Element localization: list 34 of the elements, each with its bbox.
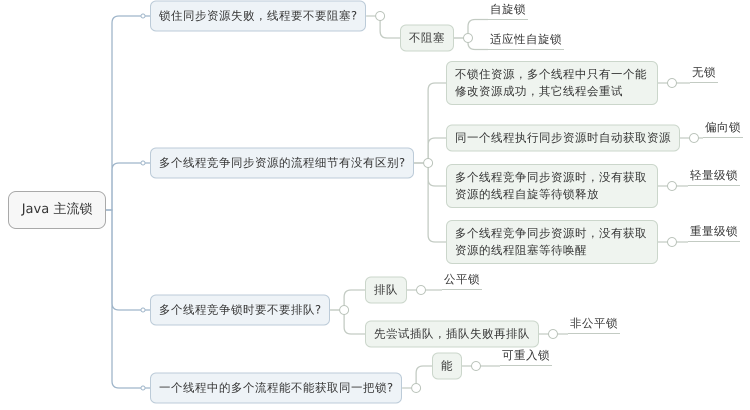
- topic-box: 多个线程竞争同步资源的流程细节有没有区别?: [150, 148, 414, 178]
- connector-line: [658, 241, 688, 243]
- subtopic-box: 不锁住资源，多个线程中只有一个能修改资源成功，其它线程会重试: [446, 61, 658, 105]
- connector-line: [658, 82, 690, 84]
- topic-box: 锁住同步资源失败，线程要不要阻塞?: [150, 0, 366, 32]
- leaf-topic-label: 无锁: [690, 64, 718, 83]
- subtopic-box: 不阻塞: [400, 24, 454, 52]
- leaf-topic-label: 轻量级锁: [688, 167, 740, 186]
- leaf-topic-label: 非公平锁: [568, 315, 620, 334]
- connector-line: [539, 333, 568, 335]
- subtopic-box: 先尝试插队，插队失败再排队: [365, 320, 539, 348]
- connector-line: [680, 137, 703, 139]
- connector-line: [658, 185, 688, 187]
- connector-line: [402, 365, 432, 389]
- leaf-topic-label: 重量级锁: [688, 223, 740, 242]
- connector-line: [454, 37, 488, 50]
- subtopic-box: 多个线程竞争同步资源时，没有获取资源的线程自旋等待锁释放: [446, 164, 658, 208]
- subtopic-box: 同一个线程执行同步资源时自动获取资源: [446, 124, 680, 152]
- subtopic-box: 多个线程竞争同步资源时，没有获取资源的线程阻塞等待唤醒: [446, 220, 658, 264]
- leaf-topic-label: 自旋锁: [488, 1, 528, 20]
- leaf-topic-label: 偏向锁: [703, 119, 743, 138]
- leaf-topic-label: 公平锁: [442, 271, 482, 290]
- leaf-topic-label: 可重入锁: [500, 347, 552, 366]
- connector-line: [106, 209, 150, 389]
- connector-line: [407, 289, 442, 291]
- connector-line: [462, 365, 500, 367]
- subtopic-box: 排队: [365, 276, 407, 304]
- root-topic-box: Java 主流锁: [8, 191, 106, 229]
- leaf-topic-label: 适应性自旋锁: [488, 31, 564, 50]
- subtopic-box: 能: [432, 352, 462, 380]
- topic-box: 一个线程中的多个流程能不能获取同一把锁?: [150, 372, 402, 404]
- topic-box: 多个线程竞争锁时要不要排队?: [150, 294, 330, 326]
- connector-line: [414, 162, 446, 243]
- connector-line: [330, 309, 365, 335]
